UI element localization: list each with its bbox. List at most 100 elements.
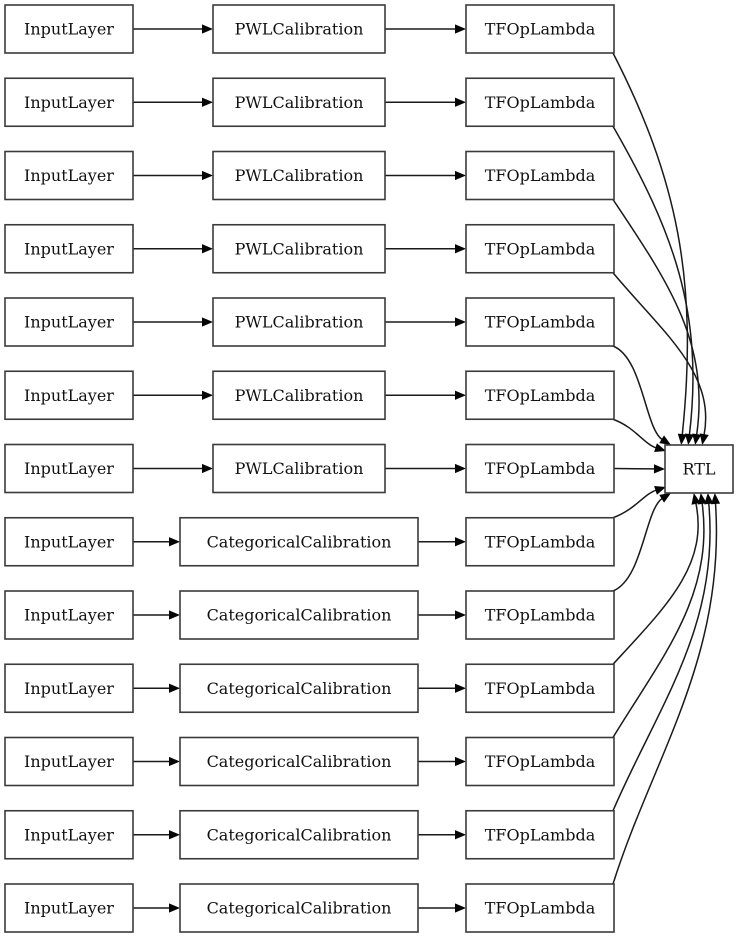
node-pwl-calibration-2-box[interactable] [212, 77, 386, 128]
node-tfoplambda-10[interactable]: TFOpLambda [465, 663, 615, 714]
node-pwl-calibration-1-label: PWLCalibration [235, 20, 364, 39]
node-categorical-calibration-12[interactable]: CategoricalCalibration [179, 809, 419, 860]
node-pwl-calibration-2[interactable]: PWLCalibration [212, 77, 386, 128]
node-categorical-calibration-8-box[interactable] [179, 516, 419, 567]
edge-input-to-calibration-5-arrowhead [202, 317, 213, 327]
node-input-layer-7-label: InputLayer [24, 459, 114, 478]
node-input-layer-3-label: InputLayer [24, 166, 114, 185]
node-tfoplambda-2-box[interactable] [465, 77, 615, 128]
node-rtl[interactable]: RTL [664, 444, 734, 494]
node-categorical-calibration-11-box[interactable] [179, 736, 419, 787]
node-tfoplambda-10-label: TFOpLambda [485, 679, 596, 698]
node-tfoplambda-9-box[interactable] [465, 590, 615, 640]
node-categorical-calibration-13[interactable]: CategoricalCalibration [179, 883, 419, 933]
node-pwl-calibration-6[interactable]: PWLCalibration [212, 370, 386, 421]
edge-tfoplambda-to-rtl-5-line [612, 345, 663, 441]
node-pwl-calibration-3[interactable]: PWLCalibration [212, 150, 386, 201]
edge-input-to-calibration-11-arrowhead [169, 756, 180, 767]
node-tfoplambda-7-box[interactable] [465, 443, 615, 494]
node-tfoplambda-8[interactable]: TFOpLambda [465, 516, 615, 567]
node-input-layer-3[interactable]: InputLayer [4, 150, 134, 201]
node-pwl-calibration-3-box[interactable] [212, 150, 386, 201]
node-input-layer-13-box[interactable] [4, 883, 134, 933]
node-input-layer-9[interactable]: InputLayer [4, 590, 134, 640]
node-input-layer-6-box[interactable] [4, 370, 134, 421]
edge-tfoplambda-to-rtl-6-line [612, 418, 657, 449]
node-pwl-calibration-5[interactable]: PWLCalibration [212, 297, 386, 347]
node-input-layer-4[interactable]: InputLayer [4, 223, 134, 274]
node-tfoplambda-11[interactable]: TFOpLambda [465, 736, 615, 787]
node-tfoplambda-7[interactable]: TFOpLambda [465, 443, 615, 494]
node-tfoplambda-10-box[interactable] [465, 663, 615, 714]
node-tfoplambda-13-box[interactable] [465, 883, 615, 933]
node-rtl-box[interactable] [664, 444, 734, 494]
node-input-layer-6[interactable]: InputLayer [4, 370, 134, 421]
node-tfoplambda-1-box[interactable] [465, 4, 615, 54]
node-pwl-calibration-5-box[interactable] [212, 297, 386, 347]
node-input-layer-8-box[interactable] [4, 516, 134, 567]
node-input-layer-7-box[interactable] [4, 443, 134, 494]
node-input-layer-10[interactable]: InputLayer [4, 663, 134, 714]
node-categorical-calibration-12-box[interactable] [179, 809, 419, 860]
node-input-layer-5-box[interactable] [4, 297, 134, 347]
node-tfoplambda-3[interactable]: TFOpLambda [465, 150, 615, 201]
node-input-layer-2[interactable]: InputLayer [4, 77, 134, 128]
node-tfoplambda-13[interactable]: TFOpLambda [465, 883, 615, 933]
node-tfoplambda-11-label: TFOpLambda [485, 752, 596, 771]
node-tfoplambda-4[interactable]: TFOpLambda [465, 223, 615, 274]
node-categorical-calibration-8[interactable]: CategoricalCalibration [179, 516, 419, 567]
node-input-layer-12[interactable]: InputLayer [4, 809, 134, 860]
node-pwl-calibration-1-box[interactable] [212, 4, 386, 54]
edge-input-to-calibration-2-arrowhead [202, 97, 213, 107]
node-tfoplambda-9[interactable]: TFOpLambda [465, 590, 615, 640]
node-input-layer-7[interactable]: InputLayer [4, 443, 134, 494]
node-input-layer-10-label: InputLayer [24, 679, 114, 698]
edge-tfoplambda-to-rtl-2-line [612, 125, 694, 436]
node-tfoplambda-6-box[interactable] [465, 370, 615, 421]
node-tfoplambda-12[interactable]: TFOpLambda [465, 809, 615, 860]
node-input-layer-11-box[interactable] [4, 736, 134, 787]
node-input-layer-1[interactable]: InputLayer [4, 4, 134, 54]
node-pwl-calibration-4-box[interactable] [212, 223, 386, 274]
node-pwl-calibration-1[interactable]: PWLCalibration [212, 4, 386, 54]
node-input-layer-3-box[interactable] [4, 150, 134, 201]
node-rtl-label: RTL [682, 460, 715, 479]
node-pwl-calibration-7-box[interactable] [212, 443, 386, 494]
node-input-layer-2-box[interactable] [4, 77, 134, 128]
node-pwl-calibration-6-box[interactable] [212, 370, 386, 421]
node-pwl-calibration-7[interactable]: PWLCalibration [212, 443, 386, 494]
edge-tfoplambda-to-rtl-1-line [612, 52, 689, 436]
edge-calibration-to-tfoplambda-13-arrowhead [455, 903, 466, 913]
node-categorical-calibration-10[interactable]: CategoricalCalibration [179, 663, 419, 714]
node-tfoplambda-11-box[interactable] [465, 736, 615, 787]
node-input-layer-8[interactable]: InputLayer [4, 516, 134, 567]
node-tfoplambda-1[interactable]: TFOpLambda [465, 4, 615, 54]
node-input-layer-12-box[interactable] [4, 809, 134, 860]
node-tfoplambda-2[interactable]: TFOpLambda [465, 77, 615, 128]
node-input-layer-11[interactable]: InputLayer [4, 736, 134, 787]
node-categorical-calibration-10-box[interactable] [179, 663, 419, 714]
node-input-layer-13[interactable]: InputLayer [4, 883, 134, 933]
node-input-layer-5[interactable]: InputLayer [4, 297, 134, 347]
node-input-layer-4-box[interactable] [4, 223, 134, 274]
node-input-layer-1-label: InputLayer [24, 20, 114, 39]
node-tfoplambda-4-box[interactable] [465, 223, 615, 274]
node-categorical-calibration-13-box[interactable] [179, 883, 419, 933]
node-tfoplambda-3-box[interactable] [465, 150, 615, 201]
node-tfoplambda-5[interactable]: TFOpLambda [465, 297, 615, 347]
node-tfoplambda-8-box[interactable] [465, 516, 615, 567]
node-pwl-calibration-4[interactable]: PWLCalibration [212, 223, 386, 274]
node-tfoplambda-12-box[interactable] [465, 809, 615, 860]
node-tfoplambda-5-box[interactable] [465, 297, 615, 347]
node-input-layer-10-box[interactable] [4, 663, 134, 714]
node-categorical-calibration-9-box[interactable] [179, 590, 419, 640]
node-categorical-calibration-11[interactable]: CategoricalCalibration [179, 736, 419, 787]
node-categorical-calibration-9[interactable]: CategoricalCalibration [179, 590, 419, 640]
node-pwl-calibration-3-label: PWLCalibration [235, 166, 364, 185]
node-input-layer-1-box[interactable] [4, 4, 134, 54]
edge-calibration-to-tfoplambda-7-arrowhead [455, 463, 466, 474]
node-input-layer-9-box[interactable] [4, 590, 134, 640]
node-tfoplambda-6[interactable]: TFOpLambda [465, 370, 615, 421]
edge-tfoplambda-to-rtl-4-line [612, 272, 707, 436]
